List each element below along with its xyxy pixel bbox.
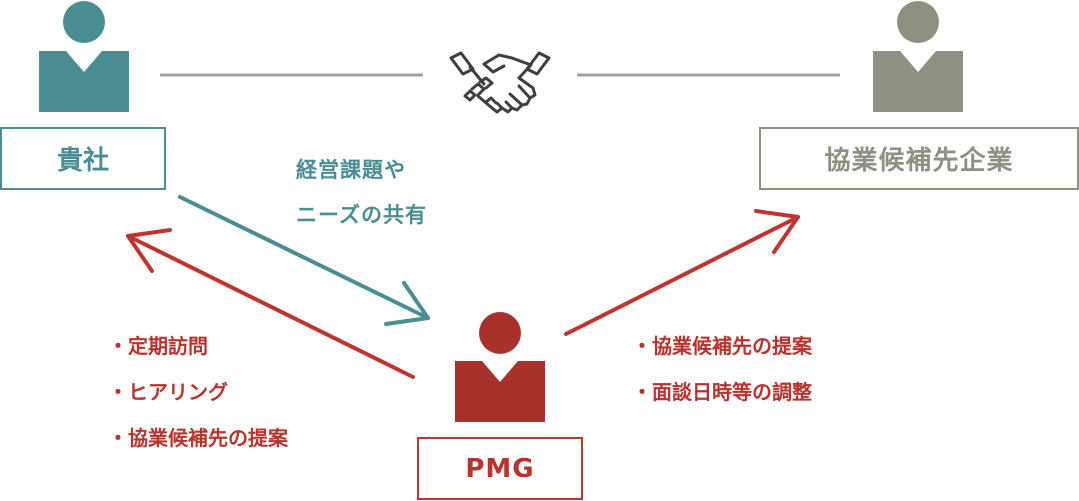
partner-label-box: 協業候補先企業 — [759, 127, 1079, 190]
pmg-person-icon — [455, 312, 545, 422]
list-item: 協業候補先の提案 — [632, 323, 812, 369]
partner-person-icon — [873, 1, 963, 112]
partner-label: 協業候補先企業 — [824, 146, 1014, 176]
pmg-to-client-list: 定期訪問 ヒアリング 協業候補先の提案 — [108, 323, 288, 461]
list-item: 面談日時等の調整 — [632, 369, 812, 415]
share-caption: 経営課題や ニーズの共有 — [296, 148, 427, 238]
list-item: 協業候補先の提案 — [108, 415, 288, 461]
list-item: 定期訪問 — [108, 323, 288, 369]
client-label: 貴社 — [56, 146, 109, 176]
handshake-icon — [449, 51, 551, 114]
pmg-to-partner-arrow — [564, 209, 800, 336]
client-person-icon — [39, 1, 129, 112]
client-label-box: 貴社 — [0, 127, 166, 190]
list-item: ヒアリング — [108, 369, 288, 415]
pmg-label: PMG — [465, 453, 535, 484]
pmg-to-client-arrow — [126, 228, 415, 379]
pmg-label-box: PMG — [417, 437, 583, 500]
share-arrow — [178, 195, 430, 326]
share-caption-line-1: 経営課題や — [296, 158, 406, 182]
pmg-to-partner-list: 協業候補先の提案 面談日時等の調整 — [632, 323, 812, 415]
share-caption-line-2: ニーズの共有 — [296, 203, 427, 227]
